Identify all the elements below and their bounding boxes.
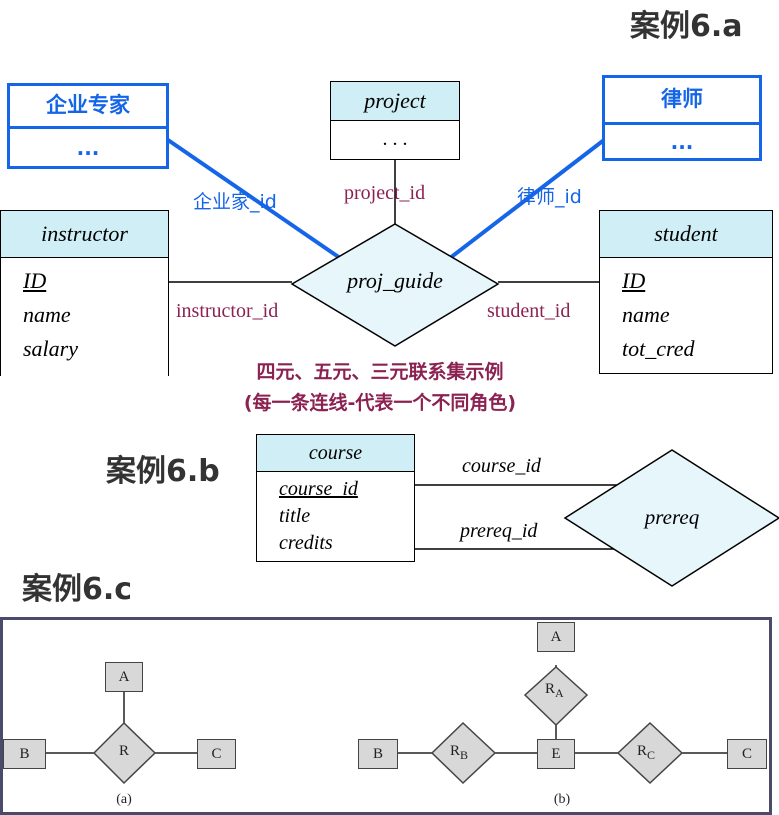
expert-entity: 企业专家 ... — [7, 83, 169, 169]
course-entity-title: course — [257, 435, 414, 472]
expert-entity-title: 企业专家 — [10, 86, 166, 129]
prereq-label: prereq — [644, 505, 700, 529]
case-c-a-lines — [46, 665, 727, 785]
case-c-b-diamond-b — [430, 721, 497, 785]
case-c-a-label: (a) — [116, 792, 132, 807]
case-b-heading: 案例6.b — [106, 454, 220, 489]
prereq-id-role-label: prereq_id — [460, 520, 538, 542]
lawyer-entity-body: ... — [670, 130, 694, 154]
instructor-entity-title: instructor — [1, 211, 168, 258]
proj-guide-diamond — [290, 223, 500, 347]
case-c-b-rel-c-sub: C — [647, 748, 656, 762]
proj-guide-label: proj_guide — [347, 268, 443, 293]
case-c-frame — [0, 617, 772, 815]
case-c-b-entity-a: A — [537, 622, 575, 652]
case-a-caption-line1: 四元、五元、三元联系集示例 — [256, 361, 504, 383]
case-b-lines — [414, 449, 779, 587]
course-id-role-label: course_id — [462, 455, 541, 477]
student-attr-id: ID — [622, 268, 646, 293]
course-entity: course course_id title credits — [256, 434, 415, 562]
student-entity-title: student — [600, 211, 772, 258]
case-c-b-label: (b) — [553, 792, 571, 807]
case-c-a-diamond — [92, 721, 157, 785]
case-c-a-entity-c: C — [197, 739, 236, 769]
instructor-attr-name: name — [23, 302, 71, 327]
case-c-b-rel-b: RB — [450, 743, 468, 763]
student-role-label: student_id — [487, 300, 571, 322]
case-c-b-entity-c: C — [727, 739, 767, 769]
instructor-attr-id: ID — [23, 268, 47, 293]
lawyer-role-label: 律师_id — [517, 186, 582, 208]
case-c-b-diamond-c — [616, 721, 684, 785]
lawyer-entity: 律师 ... — [602, 75, 762, 161]
case-c-b-rel-a: RA — [545, 681, 564, 701]
project-entity: project . . . — [330, 81, 460, 160]
project-entity-body: . . . — [382, 128, 408, 150]
course-attr-credits: credits — [279, 532, 333, 554]
lawyer-entity-title: 律师 — [605, 78, 759, 125]
case-c-heading: 案例6.c — [22, 572, 133, 607]
case-c-b-entity-b: B — [358, 739, 398, 769]
case-c-b-diamond-a — [523, 665, 589, 727]
case-c-a-entity-a: A — [105, 662, 143, 692]
student-attr-name: name — [622, 302, 670, 327]
case-c-b-rel-b-sub: B — [460, 748, 469, 762]
expert-entity-body: ... — [76, 136, 100, 160]
project-entity-title: project — [331, 82, 459, 121]
expert-role-label: 企业家_id — [193, 191, 277, 213]
lawyer-line — [448, 138, 606, 260]
course-attr-title: title — [279, 505, 311, 527]
student-entity: student ID name tot_cred — [599, 210, 773, 374]
expert-line — [166, 138, 342, 260]
student-attr-tot-cred: tot_cred — [622, 336, 695, 361]
case-c-a-relationship: R — [118, 743, 129, 759]
case-a-lines — [166, 138, 606, 347]
case-c-b-rel-a-r: R — [545, 681, 556, 697]
course-attr-course-id: course_id — [279, 478, 358, 500]
case-c-b-rel-c: RC — [637, 743, 655, 763]
case-a-heading: 案例6.a — [630, 9, 743, 44]
case-c-a-entity-b: B — [3, 739, 46, 769]
case-c-b-rel-c-r: R — [637, 743, 648, 759]
instructor-role-label: instructor_id — [176, 300, 279, 322]
project-role-label: project_id — [344, 182, 426, 204]
prereq-diamond — [563, 449, 779, 587]
instructor-attr-salary: salary — [23, 336, 78, 361]
case-a-caption-line2: (每一条连线-代表一个不同角色) — [243, 392, 517, 414]
case-c-b-rel-a-sub: A — [555, 686, 564, 700]
case-c-b-rel-b-r: R — [450, 743, 461, 759]
instructor-entity: instructor ID name salary — [0, 210, 169, 376]
case-c-b-entity-e: E — [537, 739, 575, 769]
